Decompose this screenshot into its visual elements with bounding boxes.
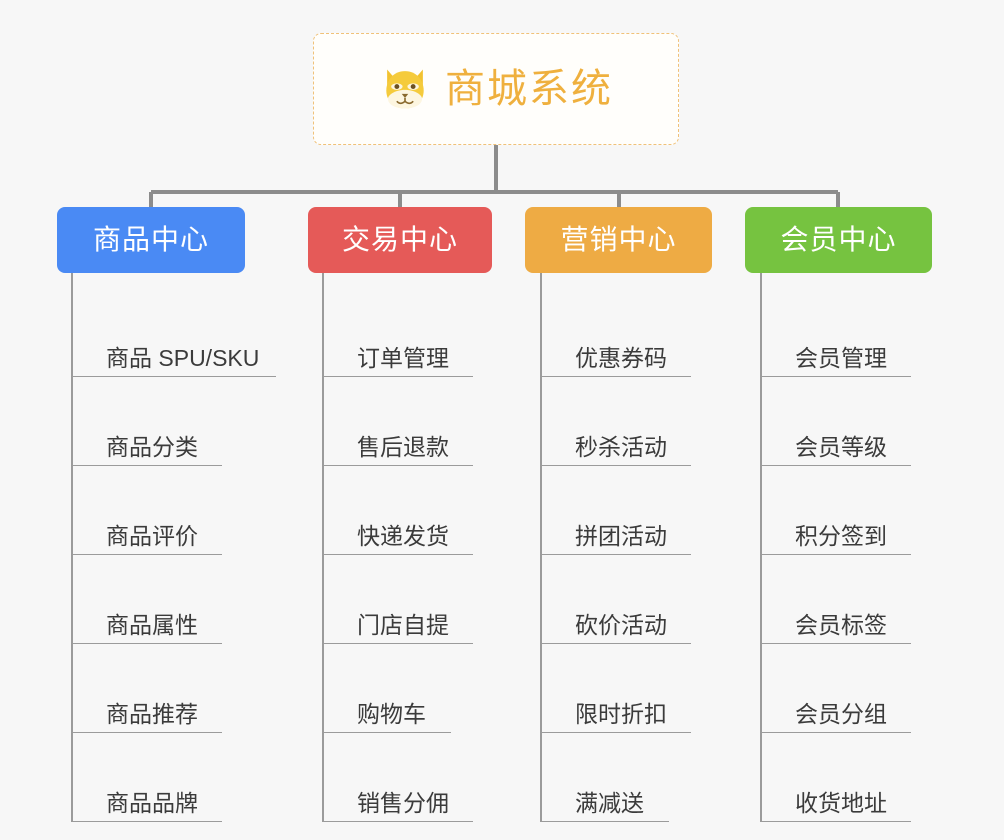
leaf-label: 售后退款 [357,434,449,460]
leaf-underline [761,732,911,733]
leaf-underline [541,643,691,644]
leaf-label: 商品属性 [106,612,198,638]
category-box-2[interactable]: 交易中心 [308,207,492,273]
leaf-label: 优惠券码 [575,345,667,371]
leaf-label: 商品推荐 [106,701,198,727]
leaf-underline [72,376,276,377]
leaf-label: 商品品牌 [106,790,198,816]
category-box-4[interactable]: 会员中心 [745,207,932,273]
leaf-label: 拼团活动 [575,523,667,549]
leaf-underline [541,554,691,555]
category-box-3[interactable]: 营销中心 [525,207,712,273]
leaf-underline [72,554,222,555]
leaf-underline [72,465,222,466]
leaf-label: 砍价活动 [575,612,667,638]
category-box-1[interactable]: 商品中心 [57,207,245,273]
leaf-label: 销售分佣 [357,790,449,816]
leaf-underline [323,465,473,466]
leaf-underline [541,465,691,466]
leaf-underline [541,376,691,377]
leaf-label: 会员管理 [795,345,887,371]
leaf-underline [761,554,911,555]
category-label: 营销中心 [560,224,677,255]
leaf-label: 商品 SPU/SKU [106,345,260,371]
leaf-underline [761,821,911,822]
leaf-label: 会员分组 [795,701,887,727]
leaf-label: 门店自提 [357,612,449,638]
leaf-underline [761,643,911,644]
category-label: 交易中心 [341,224,458,255]
leaf-label: 会员等级 [795,434,887,460]
leaf-underline [323,732,451,733]
shiba-dog-face-icon [386,69,424,109]
leaf-underline [72,732,222,733]
leaf-label: 快递发货 [357,523,449,549]
leaf-label: 收货地址 [795,790,887,816]
leaf-label: 满减送 [575,790,644,816]
leaf-label: 限时折扣 [575,701,667,727]
leaf-label: 积分签到 [795,523,887,549]
leaf-underline [761,465,911,466]
leaf-underline [323,376,473,377]
category-label: 会员中心 [780,224,897,255]
leaf-underline [541,732,691,733]
root-label: 商城系统 [445,67,613,111]
leaf-underline [761,376,911,377]
leaf-label: 购物车 [357,701,426,727]
leaf-label: 商品分类 [106,434,198,460]
leaf-underline [72,643,222,644]
category-label: 商品中心 [92,224,209,255]
leaf-label: 会员标签 [795,612,887,638]
leaf-label: 商品评价 [106,523,198,549]
leaf-underline [323,821,473,822]
leaf-underline [323,643,473,644]
root-node[interactable]: 商城系统 [313,33,679,145]
leaf-underline [323,554,473,555]
leaf-underline [72,821,222,822]
leaf-label: 秒杀活动 [575,434,667,460]
leaf-underline [541,821,669,822]
leaf-label: 订单管理 [357,345,449,371]
